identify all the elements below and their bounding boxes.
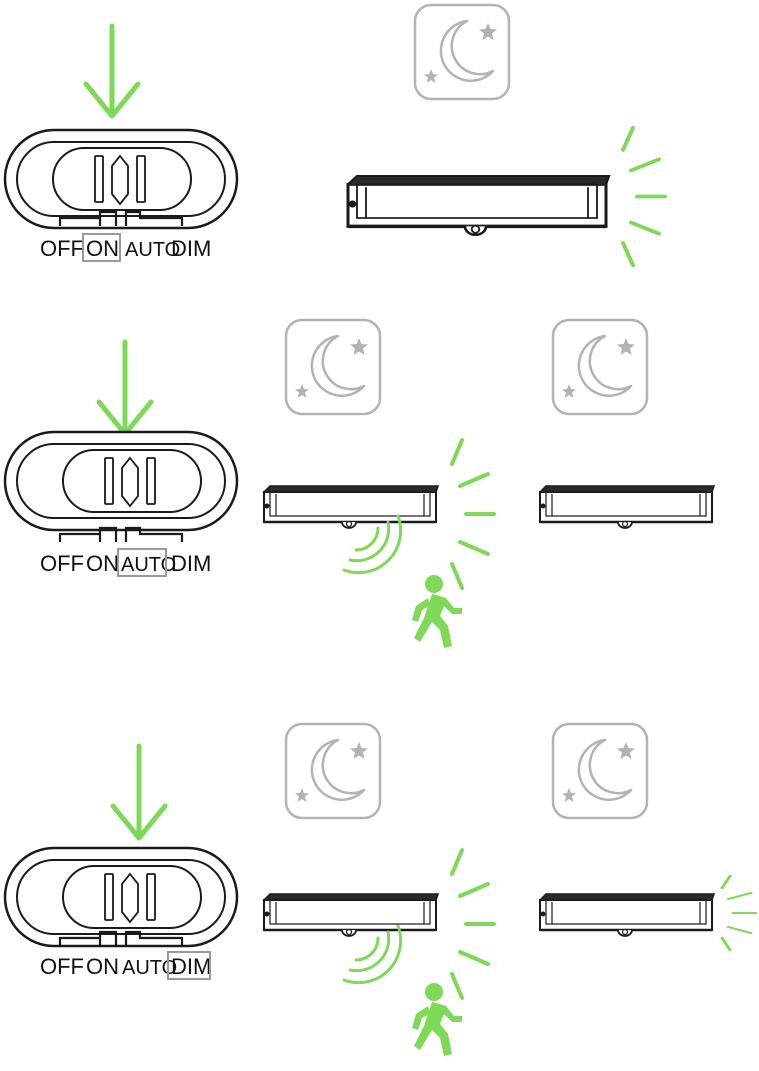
light-rays-icon [450, 848, 496, 1000]
mode-switch[interactable] [3, 430, 239, 532]
moon-stars-icon [284, 722, 382, 820]
light-bar-icon [262, 484, 440, 530]
label-dim: DIM [171, 236, 211, 261]
selected-mode-highlight [167, 951, 211, 980]
label-auto: AUTO [121, 554, 176, 576]
label-auto: AUTO [122, 957, 177, 979]
moon-stars-icon [284, 318, 382, 416]
moon-stars-icon [413, 3, 511, 101]
light-rays-icon [621, 125, 667, 268]
label-off: OFF [40, 551, 84, 576]
switch-labels: OFF ON AUTO DIM [40, 548, 211, 577]
light-bar-icon [538, 484, 716, 530]
switch-labels: OFF ON AUTO DIM [40, 951, 211, 980]
light-bar-icon [538, 892, 716, 938]
panel-dim: OFF ON AUTO DIM [3, 722, 758, 1056]
light-rays-icon [720, 874, 758, 952]
label-off: OFF [40, 954, 84, 979]
arrow-down-icon [96, 339, 154, 437]
label-off: OFF [40, 236, 84, 261]
walking-person-icon [412, 983, 462, 1056]
selected-mode-highlight [82, 233, 121, 262]
panel-on: OFF ON AUTO DIM [3, 3, 667, 268]
mode-switch[interactable] [3, 846, 239, 948]
moon-stars-icon [551, 722, 649, 820]
light-rays-icon [450, 438, 496, 590]
switch-labels: OFF ON AUTO DIM [40, 233, 211, 262]
light-bar-icon [262, 892, 440, 938]
label-on: ON [86, 954, 119, 979]
label-on: ON [86, 236, 119, 261]
label-auto: AUTO [125, 239, 180, 261]
switch-knob[interactable] [62, 449, 202, 513]
label-dim: DIM [171, 954, 211, 979]
arrow-down-icon [110, 743, 168, 841]
label-on: ON [86, 551, 119, 576]
selected-mode-highlight [117, 548, 167, 577]
arrow-down-icon [83, 23, 141, 119]
walking-person-icon [412, 575, 462, 648]
switch-knob[interactable] [62, 865, 202, 929]
label-dim: DIM [171, 551, 211, 576]
switch-knob[interactable] [52, 147, 192, 211]
light-bar-icon [346, 174, 611, 237]
moon-stars-icon [551, 318, 649, 416]
mode-switch[interactable] [3, 128, 239, 230]
panel-auto: OFF ON AUTO DIM [3, 318, 716, 648]
